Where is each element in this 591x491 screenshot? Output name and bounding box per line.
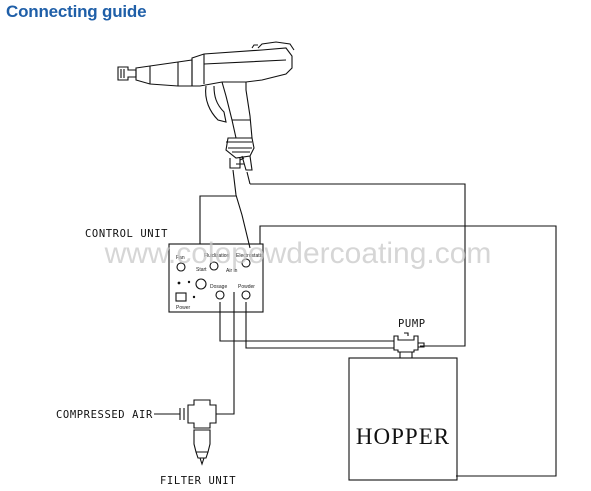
fluidization-knob bbox=[209, 261, 219, 271]
hopper: HOPPER bbox=[348, 357, 458, 481]
page-title: Connecting guide bbox=[6, 2, 147, 21]
indicator-dot-icon bbox=[187, 280, 191, 284]
electrostatic-knob bbox=[241, 258, 251, 268]
powder-label: Powder bbox=[238, 284, 255, 290]
dosage-label: Dosage bbox=[210, 284, 227, 290]
connection-lines bbox=[199, 169, 557, 477]
compressed-air-label: COMPRESSED AIR bbox=[56, 409, 153, 421]
power-switch bbox=[175, 292, 187, 302]
fan-knob bbox=[176, 262, 186, 272]
filter-unit bbox=[154, 399, 217, 466]
pump-label: PUMP bbox=[398, 318, 426, 330]
fluidization-label: Fluidization bbox=[204, 253, 230, 259]
start-label: Start bbox=[196, 267, 207, 273]
electrostatic-label: Electrostatic bbox=[236, 253, 264, 259]
start-button bbox=[195, 278, 207, 290]
pump bbox=[393, 332, 425, 359]
filter-unit-label: FILTER UNIT bbox=[160, 475, 236, 487]
fan-label: Fan bbox=[176, 255, 185, 261]
hopper-box bbox=[348, 357, 458, 481]
power-label: Power bbox=[176, 305, 191, 311]
control-unit-box bbox=[168, 243, 264, 313]
hopper-label: HOPPER bbox=[356, 424, 450, 449]
control-unit: Fan Fluidization Electrostatic Start Air… bbox=[168, 243, 264, 313]
spray-gun bbox=[117, 41, 295, 171]
powder-knob bbox=[241, 290, 251, 300]
indicator-dot-icon bbox=[177, 281, 181, 285]
watermark: www.colopowdercoating.com bbox=[104, 237, 492, 270]
control-unit-label: CONTROL UNIT bbox=[85, 228, 168, 240]
indicator-dot-icon bbox=[192, 295, 196, 299]
dosage-knob bbox=[215, 290, 225, 300]
air-in-label: Air in bbox=[226, 268, 238, 274]
